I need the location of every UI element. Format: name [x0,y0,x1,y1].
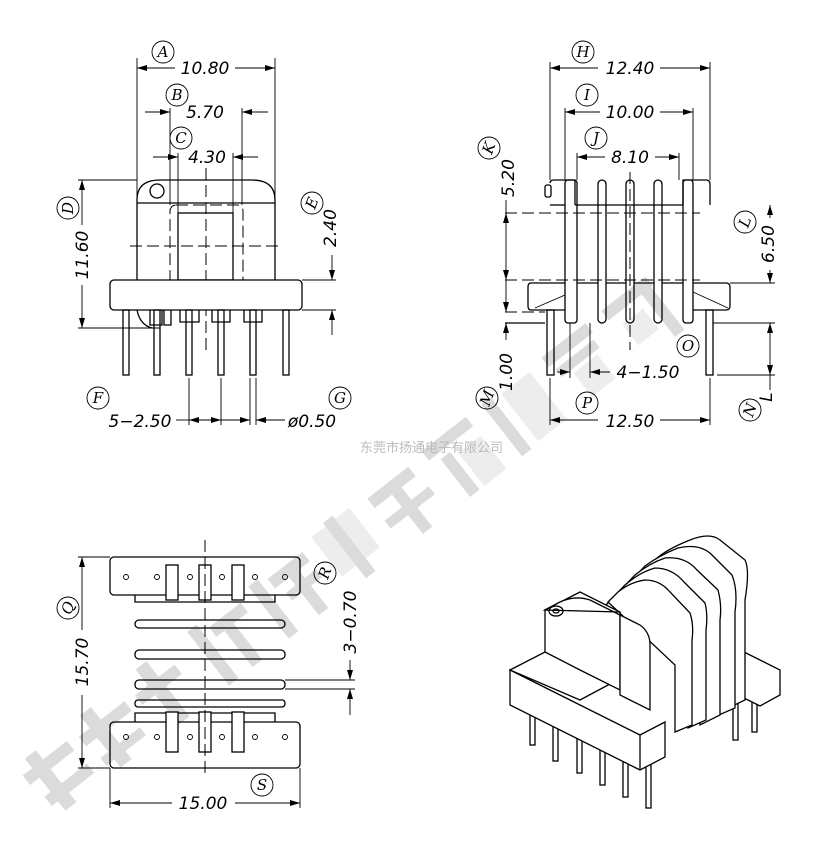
top-view: Q 15.70 R 3−0.70 S 15.00 [56,540,361,814]
label-K: K [478,139,499,157]
dim-A-value: 10.80 [181,59,230,79]
side-body [505,172,731,376]
dim-I-value: 10.00 [606,103,655,123]
label-N: N [739,400,761,420]
dim-J-value: 8.10 [611,148,649,168]
label-I: I [583,86,591,104]
dimension-I: I 10.00 [564,83,694,180]
watermark-large-graphic [22,276,685,811]
dim-L-value: 6.50 [759,225,779,263]
pin1-marker-hole [149,183,165,199]
dimension-H: H 12.40 [549,40,711,180]
front-body [109,168,303,376]
dim-P-value: 12.50 [606,412,655,432]
dim-M-value: 1.00 [497,353,517,391]
front-view: A 10.80 B 5.70 C 4.30 D [56,40,352,432]
label-C: C [175,129,187,147]
dimension-R: R 3−0.70 [285,561,361,715]
label-G: G [334,389,346,407]
dimension-N: N L [713,322,777,422]
dim-K-value: 5.20 [499,159,519,197]
dim-B-value: 5.70 [186,103,224,123]
label-L: L [734,214,755,230]
dimension-A: A 10.80 [136,40,276,250]
label-J: J [590,129,600,147]
dimension-E: E 2.40 [300,191,341,335]
dim-F-value: 5−2.50 [109,412,172,432]
side-view: H 12.40 I 10.00 J 8.10 K 5.20 [475,40,779,432]
side-pin-left [546,309,555,376]
dim-Q-value: 15.70 [73,638,93,687]
dimension-K: K 5.20 [477,136,519,280]
label-O: O [682,337,694,355]
pin-holes [123,574,288,740]
label-M: M [476,387,499,409]
label-E: E [301,195,322,212]
dim-G-value: ø0.50 [287,412,336,432]
dim-H-value: 12.40 [606,59,655,79]
dimension-S: S 15.00 [109,768,301,814]
label-A: A [156,43,169,61]
dim-D-value: 11.60 [73,231,93,280]
dim-E-value: 2.40 [321,209,341,247]
dimension-M: M 1.00 [475,280,517,410]
dim-C-value: 4.30 [188,148,226,168]
label-S: S [257,776,267,794]
front-pins [122,309,290,376]
dimension-Q: Q 15.70 [56,556,110,769]
label-H: H [575,43,590,61]
label-D: D [59,202,77,215]
dimension-O: O 4−1.50 [557,323,700,383]
label-B: B [170,86,182,104]
dimension-C: C 4.30 [153,126,258,213]
dimension-F-G: F 5−2.50 G ø0.50 [86,378,352,432]
dimension-D: D 11.60 [56,179,160,329]
label-R: R [314,565,335,583]
label-F: F [92,389,104,407]
dim-S-value: 15.00 [179,794,228,814]
dimension-L: L 6.50 [730,205,779,284]
dimension-J: J 8.10 [576,126,680,180]
iso-marker-hole [548,605,564,617]
dim-R-value: 3−0.70 [341,591,361,654]
front-base [109,279,303,311]
label-Q: Q [57,599,78,617]
dim-O-value: 4−1.50 [617,363,680,383]
dimension-P: P 12.50 [549,378,711,432]
dim-N-value: L [757,392,777,401]
side-pin-right [705,309,714,376]
label-P: P [581,394,593,412]
watermark-small-text: 东莞市扬通电子有限公司 [360,440,503,456]
isometric-view [508,535,781,809]
